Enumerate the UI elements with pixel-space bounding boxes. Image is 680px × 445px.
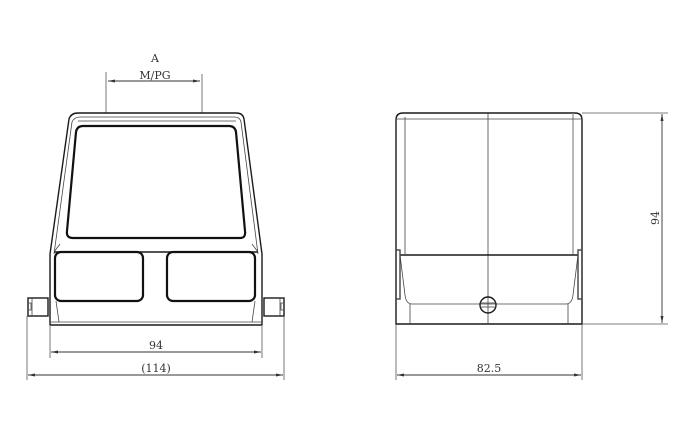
dim-text-114: (114)	[141, 362, 171, 375]
dim-text-82-5: 82.5	[477, 362, 502, 375]
entry-label-a: A	[150, 52, 160, 65]
entry-label-thread: M/PG	[139, 69, 170, 82]
entry-dimension	[108, 79, 200, 83]
right-locking-screw-icon	[263, 297, 285, 317]
left-latch-bar	[395, 249, 401, 300]
screw-head-icon	[479, 296, 497, 314]
lower-right-window	[165, 250, 257, 303]
dim-text-height-94: 94	[649, 211, 662, 225]
width-dimension-114	[28, 373, 283, 377]
side-view: 82.5 94	[395, 112, 668, 380]
width-dimension-94	[51, 350, 261, 354]
side-outline	[395, 112, 583, 325]
width-dimension-82-5	[397, 373, 581, 377]
lower-left-window	[53, 250, 145, 303]
upper-window	[65, 124, 247, 240]
height-dimension-94	[660, 114, 664, 323]
front-view: A M/PG	[26, 52, 285, 380]
dim-text-94: 94	[149, 339, 163, 352]
hood-outline	[49, 112, 263, 255]
right-latch-bar	[577, 249, 583, 300]
left-locking-screw-icon	[27, 297, 49, 317]
